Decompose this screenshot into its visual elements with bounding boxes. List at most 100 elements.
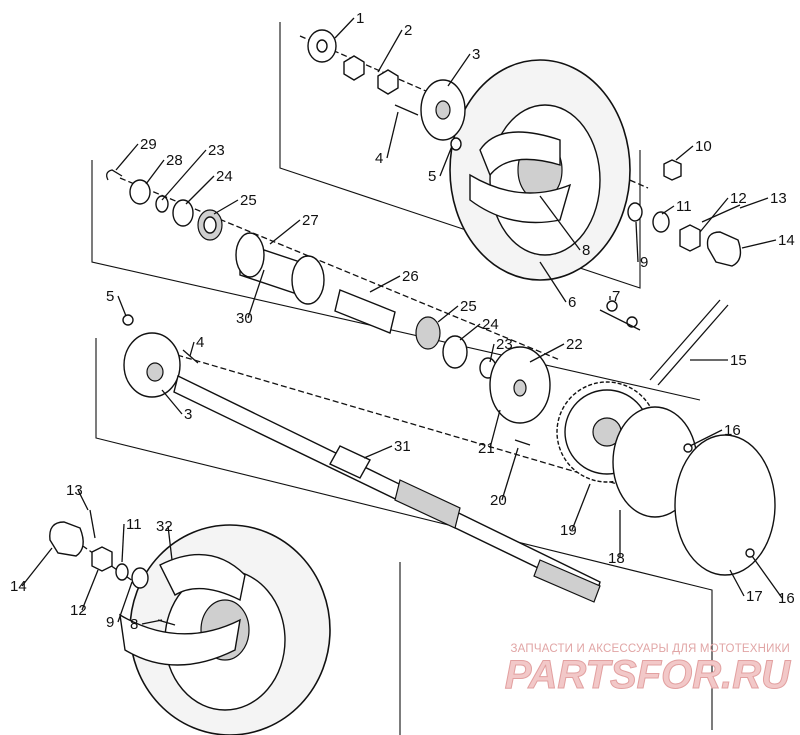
callout-label-11a: 11 <box>676 198 692 215</box>
callout-label-5a: 5 <box>428 168 436 185</box>
callout-label-4b: 4 <box>196 334 204 351</box>
callout-label-26: 26 <box>402 268 419 285</box>
callout-label-15: 15 <box>730 352 747 369</box>
callout-label-2: 2 <box>404 22 412 39</box>
callout-label-18: 18 <box>608 550 625 567</box>
leader-line-4a <box>386 111 399 159</box>
callout-label-5b: 5 <box>106 288 114 305</box>
watermark: ЗАПЧАСТИ И АКСЕССУАРЫ ДЛЯ МОТОТЕХНИКИ PA… <box>504 643 791 698</box>
callout-label-9b: 9 <box>106 614 114 631</box>
leader-line-30 <box>247 269 265 319</box>
leader-line-3b <box>161 389 183 415</box>
callout-label-4a: 4 <box>375 150 383 167</box>
callout-label-10: 10 <box>695 138 712 155</box>
bearing-carrier-parts <box>106 169 497 379</box>
leader-line-1 <box>334 17 355 39</box>
leader-line-25a <box>213 199 239 215</box>
axis-lines <box>59 35 741 601</box>
leader-line-28 <box>145 159 165 185</box>
right-hub-parts <box>599 159 742 331</box>
callout-label-20: 20 <box>490 492 507 509</box>
leader-line-19 <box>571 483 591 531</box>
watermark-logo: PARTSFOR.RU <box>505 653 791 697</box>
leader-line-13b <box>77 489 89 511</box>
leader-line-14b <box>21 547 53 587</box>
axle-shaft <box>173 374 601 603</box>
callout-label-19: 19 <box>560 522 577 539</box>
leader-line-20 <box>501 447 519 501</box>
lower-wheel-tire <box>119 524 331 735</box>
leader-line-5b <box>117 295 127 317</box>
left-hub-flange <box>122 314 199 398</box>
callout-label-31: 31 <box>394 438 411 455</box>
callout-label-6: 6 <box>568 294 576 311</box>
callout-label-25a: 25 <box>240 192 257 209</box>
leader-line-17 <box>729 569 745 597</box>
leader-line-14a <box>741 239 777 249</box>
callout-label-16a: 16 <box>724 422 741 439</box>
callout-label-28: 28 <box>166 152 183 169</box>
leader-line-9b <box>117 581 133 623</box>
leader-line-31 <box>363 445 393 459</box>
leader-line-24b <box>459 323 481 341</box>
leader-line-3a <box>447 53 471 87</box>
sprocket-assembly <box>489 299 776 576</box>
callout-label-8a: 8 <box>582 242 590 259</box>
callout-label-3b: 3 <box>184 406 192 423</box>
lower-hub-parts <box>49 509 176 626</box>
callout-label-7: 7 <box>612 288 620 305</box>
callout-label-23a: 23 <box>208 142 225 159</box>
leader-line-12a <box>699 197 729 233</box>
callout-label-12a: 12 <box>730 190 747 207</box>
leader-line-16a <box>689 429 723 447</box>
callout-label-25b: 25 <box>460 298 477 315</box>
callout-label-3a: 3 <box>472 46 480 63</box>
leader-line-10 <box>675 145 694 161</box>
leader-line-8a <box>539 195 581 251</box>
leader-line-25b <box>437 305 459 323</box>
callout-label-23b: 23 <box>496 336 513 353</box>
callout-label-29: 29 <box>140 136 157 153</box>
leader-line-11a <box>661 205 675 215</box>
callout-label-22: 22 <box>566 336 583 353</box>
leader-line-23b <box>489 343 495 363</box>
callout-label-12b: 12 <box>70 602 87 619</box>
callout-label-13a: 13 <box>770 190 787 207</box>
callout-label-16b: 16 <box>778 590 795 607</box>
leader-line-12b <box>81 569 99 611</box>
callout-label-27: 27 <box>302 212 319 229</box>
callout-label-14b: 14 <box>10 578 27 595</box>
callout-label-21: 21 <box>478 440 495 457</box>
upper-hub-parts <box>307 29 466 151</box>
leader-line-27 <box>269 219 301 245</box>
leader-line-8b <box>141 619 163 625</box>
leader-line-16b <box>751 555 783 599</box>
leader-line-21 <box>489 409 501 449</box>
leader-line-32 <box>167 525 173 561</box>
callout-label-17: 17 <box>746 588 763 605</box>
leader-line-11b <box>121 523 125 563</box>
callout-label-13b: 13 <box>66 482 83 499</box>
callout-label-1: 1 <box>356 10 364 27</box>
callout-label-14a: 14 <box>778 232 795 249</box>
leader-line-26 <box>369 275 401 293</box>
leader-line-6 <box>539 261 567 303</box>
watermark-caption: ЗАПЧАСТИ И АКСЕССУАРЫ ДЛЯ МОТОТЕХНИКИ <box>510 643 790 655</box>
callout-label-9a: 9 <box>640 254 648 271</box>
leader-line-2 <box>377 29 403 73</box>
leader-line-23a <box>161 149 207 201</box>
leader-line-9a <box>635 221 639 263</box>
leader-line-24a <box>185 175 215 205</box>
leader-line-22 <box>529 343 565 363</box>
callout-label-24b: 24 <box>482 316 499 333</box>
callout-label-32: 32 <box>156 518 173 535</box>
callout-label-11b: 11 <box>126 516 142 533</box>
leader-line-29 <box>115 143 139 171</box>
leader-line-13a <box>739 197 769 209</box>
callout-label-30: 30 <box>236 310 253 327</box>
leader-line-4b <box>189 341 195 357</box>
upper-wheel-tire <box>449 59 631 281</box>
callout-label-8b: 8 <box>130 616 138 633</box>
